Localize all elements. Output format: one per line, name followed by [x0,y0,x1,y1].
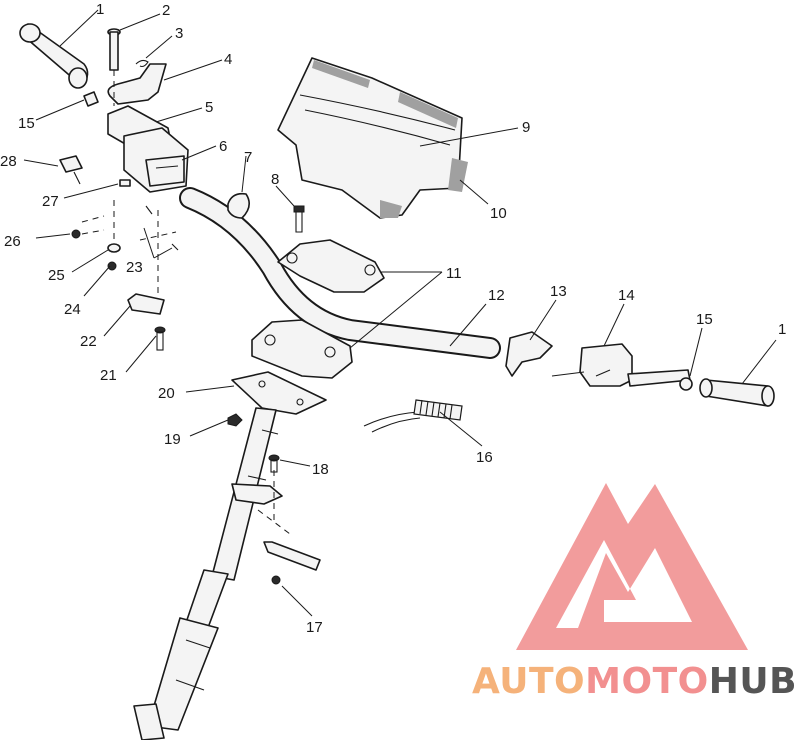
callout-21: 21 [100,367,117,384]
callout-8: 8 [271,171,279,188]
watermark-logo [516,483,748,650]
connector [59,155,83,185]
brake-housing [551,343,633,387]
throttle-lever [107,63,167,105]
callout-14: 14 [618,287,635,304]
callout-27: 27 [42,193,59,210]
watermark-text-moto: MOTO [585,661,709,702]
callout-15-right: 15 [696,311,713,328]
callout-24: 24 [64,301,81,318]
watermark-text-hub: HUB [709,661,797,702]
callout-28: 28 [0,153,17,170]
callout-17: 17 [306,619,323,636]
nut-17 [271,575,281,585]
callout-1-right: 1 [778,321,786,338]
nut-26 [71,229,81,239]
washer-25 [107,243,121,253]
nut-19 [227,413,243,427]
pin-cylinder [263,541,321,571]
windshield [277,57,468,219]
callout-23: 23 [126,259,143,276]
callout-4: 4 [224,51,232,68]
screw-23a [145,205,153,215]
watermark-text: AUTOMOTOHUB [472,661,797,702]
callout-15-left: 15 [18,115,35,132]
grip-right [699,378,775,407]
callout-5: 5 [205,99,213,116]
end-plug-left [83,91,99,107]
pin [107,28,121,71]
bolt-18 [268,454,280,473]
bolt-8 [293,205,305,233]
callout-3: 3 [175,25,183,42]
heater-element [363,399,463,433]
cable-clip [227,192,250,219]
callout-12: 12 [488,287,505,304]
nut-24 [107,261,117,271]
handlebar-clamp-lower [251,319,353,379]
assembly-lines [81,70,291,535]
clip [135,59,149,68]
callout-20: 20 [158,385,175,402]
callout-2: 2 [162,2,170,19]
cover-plate [127,293,165,315]
callout-9: 9 [522,119,530,136]
callout-11: 11 [446,265,462,282]
watermark-text-auto: AUTO [472,661,585,702]
end-plug-right [679,377,693,391]
steering-plate [231,371,327,415]
callout-1: 1 [96,1,104,18]
bolt-21 [154,326,166,351]
brake-lever-bracket [505,331,553,377]
callout-16: 16 [476,449,493,466]
callout-18: 18 [312,461,329,478]
callout-13: 13 [550,283,567,300]
callout-7: 7 [244,149,252,166]
switch-housing [123,127,189,193]
grip-left [19,23,89,89]
handlebar-clamp-upper [277,239,385,293]
callout-26: 26 [4,233,21,250]
screw-23b [171,243,179,251]
clip-27 [119,179,131,187]
steering-column [133,407,283,740]
leader-lines [23,9,777,617]
callout-10: 10 [490,205,507,222]
callout-labels: 1 2 3 4 5 6 7 8 9 10 11 12 13 14 15 1 16… [0,1,786,636]
callout-6: 6 [219,138,227,155]
callout-25: 25 [48,267,65,284]
callout-22: 22 [80,333,97,350]
callout-19: 19 [164,431,181,448]
handlebar [179,187,501,359]
logo-mark [516,483,748,650]
